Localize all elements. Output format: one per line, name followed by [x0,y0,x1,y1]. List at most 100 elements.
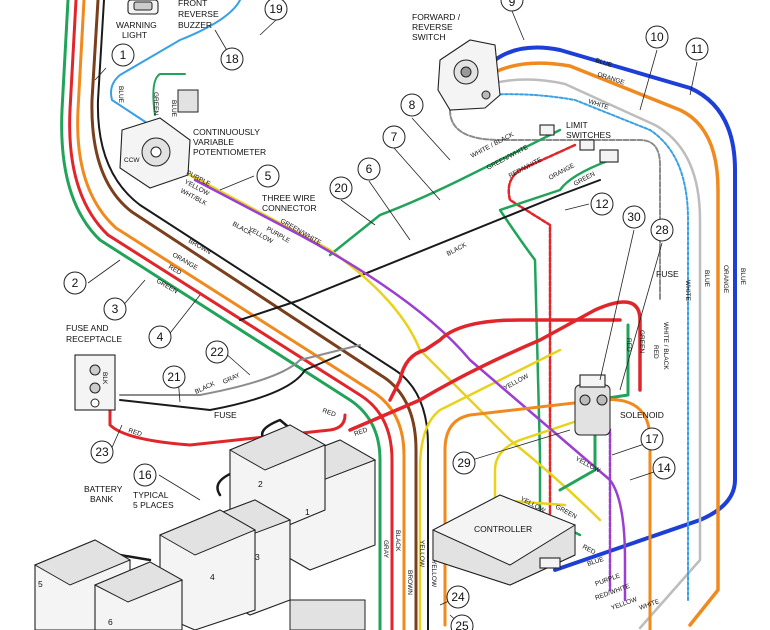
callout-30: 30 [622,205,646,229]
callout-24: 24 [446,585,470,609]
label-battery-bank-1: BATTERY [84,484,123,494]
wire-label-blk: BLK [101,372,108,385]
wire-green-white [328,128,562,257]
wire-label-red-4: RED [353,427,369,438]
wire-label-blue-5: BLUE [117,86,124,104]
label-3wire-1: THREE WIRE [262,193,316,203]
label-typical-1: TYPICAL [133,490,169,500]
wire-blue-top [493,45,737,572]
warning-light [127,0,159,15]
svg-text:LIMIT: LIMIT [566,120,588,130]
svg-text:22: 22 [210,345,224,359]
wire-label-gray-2: GRAY [382,540,389,559]
callout-22: 22 [205,340,229,364]
svg-text:29: 29 [457,456,471,470]
svg-text:12: 12 [595,197,609,211]
callout-17: 17 [640,427,664,451]
wire-lightblue-dotted [484,93,689,601]
svg-text:20: 20 [334,181,348,195]
svg-text:9: 9 [509,0,516,9]
callout-21: 21 [162,365,186,389]
svg-text:25: 25 [455,619,469,630]
wire-yellow-3 [493,418,582,507]
wire-label-green-5: GREEN [152,92,159,115]
label-solenoid: SOLENOID [620,410,664,420]
battery-number-1: 1 [305,507,310,517]
svg-text:10: 10 [650,30,664,44]
callout-18: 18 [220,47,244,71]
label-buzzer-2: REVERSE [178,9,219,19]
svg-text:FORWARD /: FORWARD / [412,12,461,22]
svg-text:FRONT: FRONT [178,0,207,8]
svg-text:23: 23 [95,445,109,459]
wire-label-white-black-2: WHITE / BLACK [662,322,669,370]
wire-green-12 [498,158,612,537]
svg-text:16: 16 [138,468,152,482]
wire-green-left [60,0,382,630]
svg-text:17: 17 [645,432,659,446]
svg-text:14: 14 [657,461,671,475]
wire-yellow-2 [418,348,562,630]
label-battery-bank-2: BANK [90,494,113,504]
wire-label-brown: BROWN [187,238,212,257]
label-warning-light-2: LIGHT [122,30,147,40]
wire-red-battery [348,300,642,432]
svg-text:BANK: BANK [90,494,113,504]
wire-label-brown-2: BROWN [406,570,413,595]
wire-red-left [68,0,394,630]
label-fuse-receptacle-2: RECEPTACLE [66,334,122,344]
callout-8: 8 [400,93,424,117]
wire-label-green-4: GREEN [638,330,645,353]
wire-green-pot [152,73,186,116]
svg-text:RECEPTACLE: RECEPTACLE [66,334,122,344]
limit-switches [539,124,619,163]
battery-bank [33,424,377,630]
svg-text:LIGHT: LIGHT [122,30,147,40]
battery-number-2: 2 [258,479,263,489]
callout-25: 25 [450,614,474,630]
svg-text:2: 2 [72,276,79,290]
callout-11: 11 [685,37,709,61]
svg-text:5 PLACES: 5 PLACES [133,500,174,510]
battery-numbers: 1 2 3 4 5 6 [38,479,310,627]
wire-orange-left [76,0,406,630]
callout-28: 28 [650,218,674,242]
wire-red-controller [388,318,622,402]
svg-text:21: 21 [167,370,181,384]
wire-label-yellow-7: YELLOW [418,540,425,568]
callout-29: 29 [452,451,476,475]
callout-6: 6 [357,157,381,181]
wire-brown-left [90,0,418,630]
controller [432,494,576,586]
svg-text:30: 30 [627,210,641,224]
svg-text:24: 24 [451,590,465,604]
label-3wire-2: CONNECTOR [262,203,317,213]
callout-12: 12 [590,192,614,216]
callout-3: 3 [103,297,127,321]
wire-label-yellow-4: YELLOW [574,456,602,475]
svg-text:3: 3 [112,302,119,316]
callouts: 1 2 3 4 5 6 7 8 9 10 11 12 14 16 17 18 1… [63,0,709,630]
svg-text:1: 1 [120,48,127,62]
label-limit-1: LIMIT [566,120,588,130]
callout-4: 4 [148,325,172,349]
battery-4 [158,509,257,630]
label-limit-2: SWITCHES [566,130,611,140]
callout-19: 19 [264,0,288,21]
wire-label-white-3: WHITE [684,280,691,302]
battery-number-4: 4 [210,572,215,582]
wire-purple [193,178,627,602]
wire-label-blue: BLUE [594,57,613,69]
label-pot-1: CONTINUOUSLY [193,127,260,137]
svg-text:4: 4 [157,330,164,344]
svg-text:TYPICAL: TYPICAL [133,490,169,500]
label-fr-switch-2: REVERSE [412,22,453,32]
battery-number-3: 3 [255,552,260,562]
wire-white-black [449,109,661,301]
label-pot-3: POTENTIOMETER [193,147,266,157]
battery-number-6: 6 [108,617,113,627]
solenoid [574,374,611,436]
callout-1: 1 [111,43,135,67]
wire-label-green-2: GREEN [155,278,179,296]
